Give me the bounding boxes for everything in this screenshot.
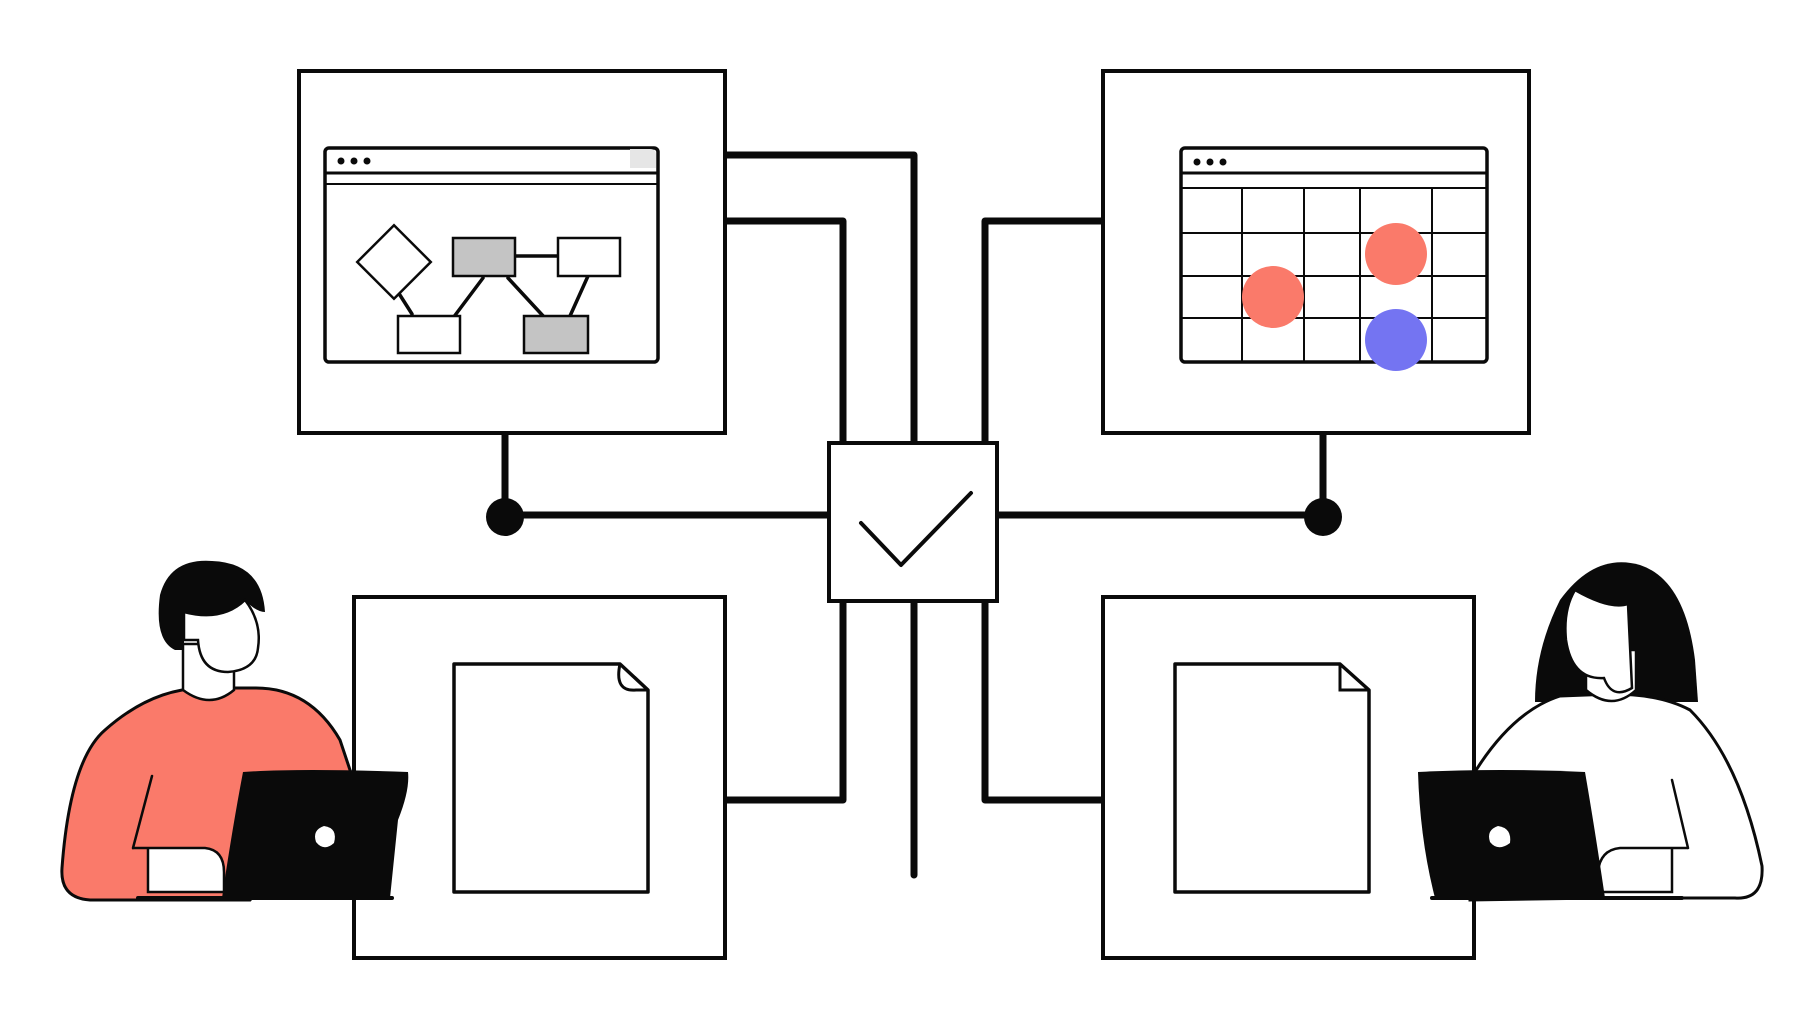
person-left-hair [158,560,265,650]
blank-page-icon [1173,662,1371,894]
calendar-panel [1101,69,1531,435]
approval-hub [827,441,999,603]
three-dots-icon [337,157,371,165]
document-panel-right [1101,595,1476,960]
person-right [1418,562,1764,902]
flowchart-node-gray-bottom [522,314,590,355]
person-left [60,560,409,902]
calendar-event [1365,309,1427,371]
person-right-face [1564,588,1634,694]
person-left-face [182,598,260,674]
calendar-window [1179,146,1489,371]
flowchart-node-white-bottom [396,314,462,355]
apple-logo-icon [1489,826,1511,848]
laptop-right [1418,770,1605,898]
flowchart-decision-diamond [355,223,433,301]
calendar-grid [1181,188,1487,362]
document-panel-left [352,595,727,960]
blank-page-icon [452,662,650,894]
diagram-window [323,146,660,364]
flowchart-node-white-top [556,236,622,278]
calendar-event [1365,223,1427,285]
apple-logo-icon [315,826,335,848]
flowchart-edges [396,254,590,320]
connector-node-left [486,498,524,536]
laptop-left [222,770,409,898]
calendar-event [1242,266,1304,328]
flowchart-node-gray-top [451,236,517,278]
three-dots-icon [1193,158,1227,166]
checkmark-icon [859,491,973,567]
connector-node-right [1304,498,1342,536]
diagram-panel [297,69,727,435]
